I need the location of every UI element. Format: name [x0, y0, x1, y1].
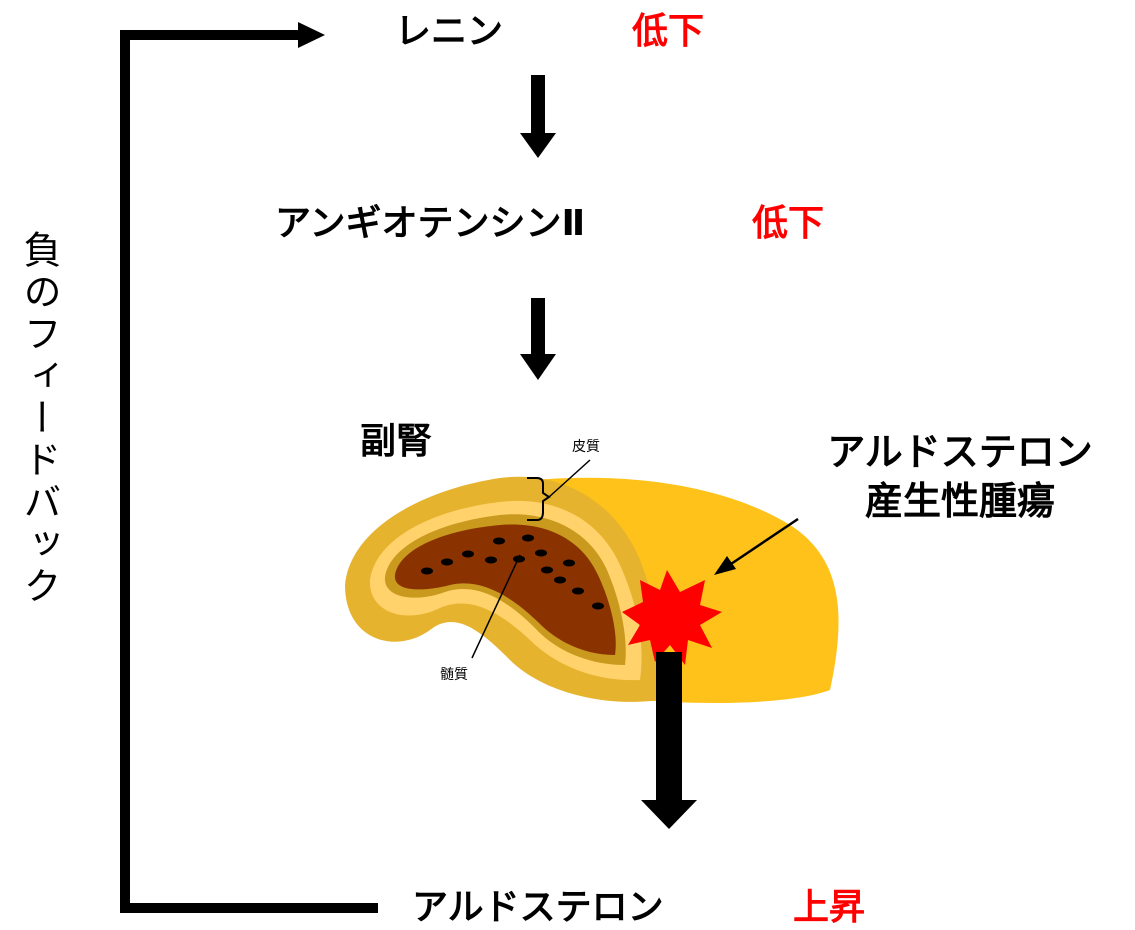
cortex-leader-line	[548, 459, 591, 498]
medulla-label: 髄質	[440, 667, 468, 683]
feedback-arrow-head	[298, 22, 325, 48]
arrow-angiotensin-to-adrenal	[520, 298, 556, 380]
adrenal-label: 副腎	[360, 421, 433, 462]
arrow-renin-to-angiotensin	[520, 75, 556, 158]
tumor-label-line1: アルドステロン	[827, 430, 1093, 474]
arrow-adrenal-to-aldosterone	[641, 652, 697, 829]
medulla-leader-line	[471, 554, 521, 659]
angiotensin-status: 低下	[752, 203, 825, 244]
tumor-burst	[622, 570, 722, 665]
tumor-pointer-arrow	[714, 517, 799, 575]
tumor-label-line2: 産生性腫瘍	[864, 479, 1055, 524]
aldosterone-label: アルドステロン	[412, 887, 664, 928]
feedback-bracket	[120, 22, 378, 913]
angiotensin-label: アンギオテンシンⅡ	[275, 203, 586, 244]
renin-status: 低下	[632, 11, 705, 52]
medulla-dots	[421, 534, 604, 610]
feedback-label: 負のフィードバック	[17, 230, 61, 608]
cortex-label: 皮質	[572, 439, 600, 455]
tumor-label: アルドステロン 産生性腫瘍	[790, 428, 1130, 527]
adrenal-medulla	[394, 524, 616, 655]
aldosterone-status: 上昇	[793, 887, 866, 928]
renin-label: レニン	[395, 11, 504, 52]
